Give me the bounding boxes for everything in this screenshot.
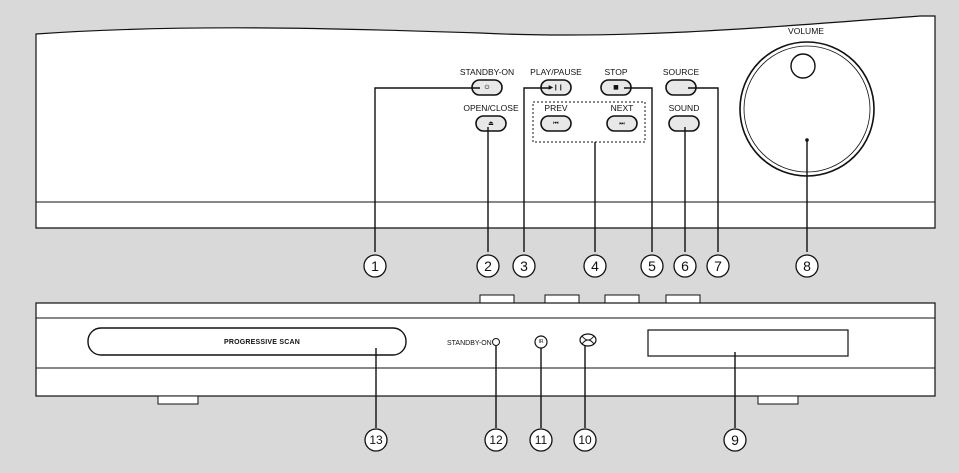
svg-text:13: 13 <box>369 433 383 447</box>
standby-on-label: STANDBY-ON <box>460 67 514 77</box>
callout-12: 12 <box>484 428 508 452</box>
callout-6: 6 <box>673 254 697 278</box>
callout-13: 13 <box>364 428 388 452</box>
sound-button[interactable] <box>668 115 700 132</box>
standby-indicator-label: STANDBY-ON <box>447 340 492 347</box>
callout-8: 8 <box>795 254 819 278</box>
callout-4: 4 <box>583 254 607 278</box>
svg-text:6: 6 <box>681 258 689 274</box>
svg-text:10: 10 <box>578 433 592 447</box>
callout-3: 3 <box>512 254 536 278</box>
callout-2: 2 <box>476 254 500 278</box>
stop-label: STOP <box>605 67 628 77</box>
open-close-label: OPEN/CLOSE <box>463 103 519 113</box>
skip-forward-icon: ⏭ <box>619 120 625 127</box>
svg-text:8: 8 <box>803 258 811 274</box>
source-label: SOURCE <box>663 67 700 77</box>
svg-text:3: 3 <box>520 258 528 274</box>
svg-text:9: 9 <box>731 432 739 448</box>
ir-sensor-icon: IR <box>539 339 544 345</box>
top-leader-lines <box>374 87 809 252</box>
volume-knob-indent <box>790 53 816 79</box>
play-pause-icon: ▶❙❙ <box>549 84 564 91</box>
callout-10: 10 <box>573 428 597 452</box>
callout-5: 5 <box>640 254 664 278</box>
play-pause-label: PLAY/PAUSE <box>530 67 582 77</box>
callout-7: 7 <box>706 254 730 278</box>
progressive-scan-label: PROGRESSIVE SCAN <box>224 339 300 346</box>
svg-text:5: 5 <box>648 258 656 274</box>
callout-1: 1 <box>363 254 387 278</box>
svg-text:11: 11 <box>535 433 548 447</box>
svg-text:7: 7 <box>714 258 722 274</box>
callout-9: 9 <box>723 428 747 452</box>
svg-text:1: 1 <box>371 258 379 274</box>
disc-tray[interactable] <box>87 327 407 356</box>
volume-label: VOLUME <box>788 26 824 36</box>
stop-icon: ■ <box>613 84 619 91</box>
sacd-logo-icon <box>579 333 597 347</box>
skip-back-icon: ⏮ <box>553 120 559 127</box>
sound-label: SOUND <box>669 103 700 113</box>
callout-11: 11 <box>529 428 553 452</box>
prev-button[interactable] <box>540 115 572 132</box>
front-leader-lines <box>375 346 736 428</box>
display-panel <box>647 329 849 357</box>
standby-indicator-led <box>492 338 500 346</box>
skip-group-box <box>532 101 646 143</box>
svg-text:4: 4 <box>591 258 599 274</box>
open-close-button[interactable] <box>475 115 507 132</box>
next-button[interactable] <box>606 115 638 132</box>
svg-text:12: 12 <box>489 433 503 447</box>
next-label: NEXT <box>611 103 634 113</box>
eject-icon: ⏏ <box>488 120 494 127</box>
svg-text:2: 2 <box>484 258 492 274</box>
prev-label: PREV <box>544 103 567 113</box>
power-icon: ⏻ <box>485 84 490 91</box>
